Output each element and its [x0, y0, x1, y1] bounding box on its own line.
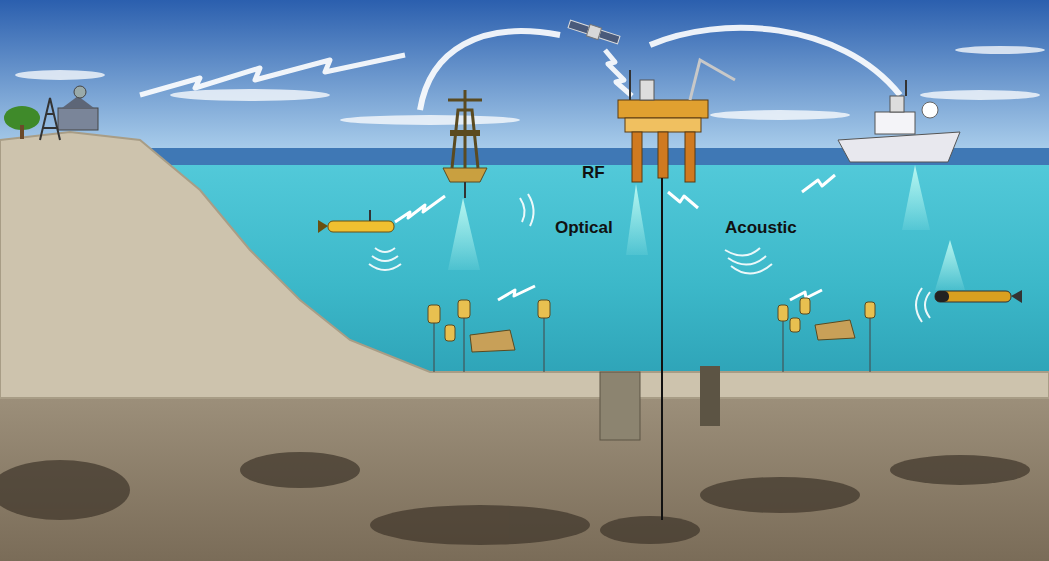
link-label: Optical	[555, 219, 613, 238]
shore-station	[4, 86, 98, 140]
rf-links	[395, 175, 835, 300]
sensor-nodes	[428, 298, 875, 352]
sediment-patches	[0, 452, 1030, 545]
radio-links	[140, 28, 900, 110]
link-label: RF	[582, 164, 605, 183]
oil-platform	[618, 60, 735, 182]
auv	[318, 210, 394, 233]
moorings	[434, 318, 870, 372]
pile	[700, 366, 720, 426]
ship	[838, 80, 960, 162]
optical-beams	[448, 165, 965, 290]
sky	[0, 0, 1049, 150]
riser-pipe	[661, 178, 663, 520]
acoustic-waves	[369, 194, 930, 322]
satellite	[567, 18, 620, 45]
coast-hill	[0, 132, 1049, 398]
sediment	[0, 398, 1049, 561]
auv	[935, 290, 1022, 303]
buoy	[443, 90, 487, 198]
pile	[600, 372, 640, 440]
link-label: Acoustic	[725, 219, 797, 238]
